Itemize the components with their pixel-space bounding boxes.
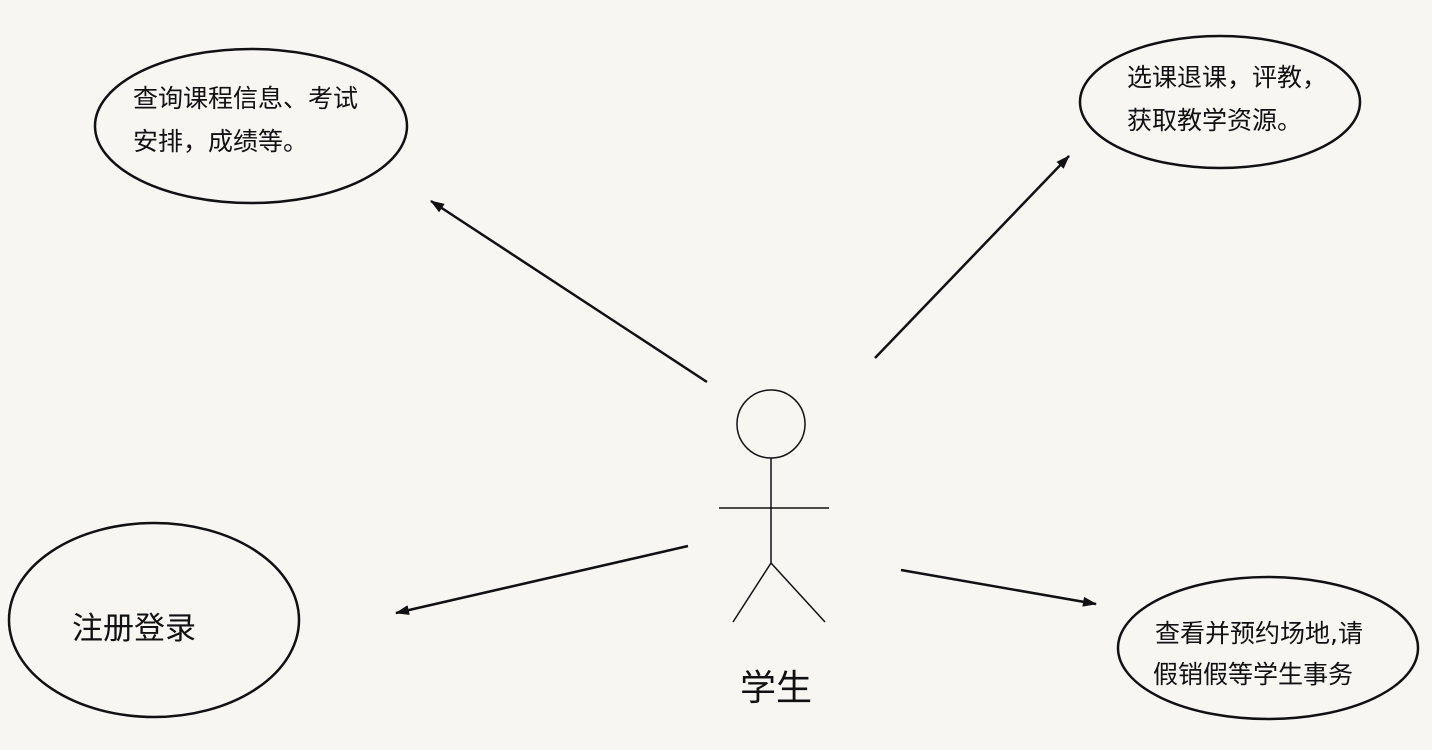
use-case-ellipse (1078, 34, 1362, 170)
arrow-to-course-selection (874, 155, 1070, 359)
arrow-to-register-login (395, 544, 689, 615)
actor-right-leg (770, 562, 826, 623)
arrow-to-venue-booking (900, 568, 1097, 607)
use-case-venue-line-2: 假销假等学生事务 (1153, 660, 1353, 689)
use-case-course-selection: 选课退课，评教， 获取教学资源。 (1078, 34, 1362, 170)
use-case-venue-booking: 查看并预约场地,请 假销假等学生事务 (1116, 575, 1420, 721)
actor-head (736, 389, 806, 459)
arrow-to-query-info (430, 199, 708, 384)
use-case-query-line-2: 安排，成绩等。 (133, 127, 308, 156)
use-case-ellipse (1116, 575, 1420, 721)
use-case-query-line-1: 查询课程信息、考试 (133, 84, 358, 113)
actor-student: 学生 (719, 389, 829, 709)
use-case-course-line-2: 获取教学资源。 (1127, 106, 1302, 135)
use-case-register-line-1: 注册登录 (72, 611, 196, 647)
use-case-query-info: 查询课程信息、考试 安排，成绩等。 (93, 47, 409, 205)
use-case-course-line-1: 选课退课，评教， (1127, 63, 1327, 92)
actor-name-label: 学生 (740, 668, 812, 709)
actor-left-leg (732, 562, 772, 623)
use-case-venue-line-1: 查看并预约场地,请 (1155, 619, 1363, 648)
use-case-ellipse (93, 47, 409, 205)
use-case-register-login: 注册登录 (7, 521, 301, 719)
use-case-ellipse (7, 521, 301, 719)
